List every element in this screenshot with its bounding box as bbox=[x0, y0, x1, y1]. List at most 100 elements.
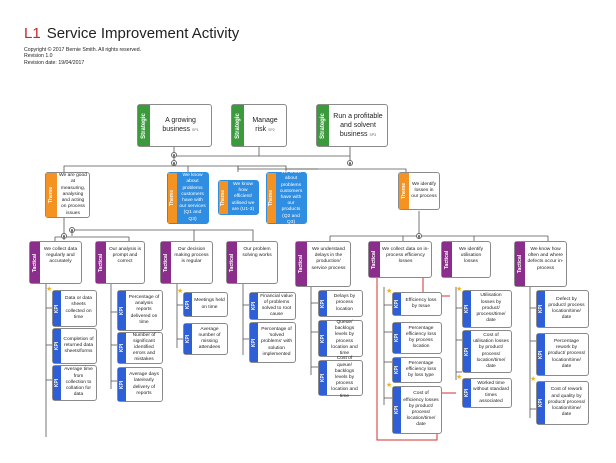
tactical-box[interactable]: Tactical We identify utilisation losses bbox=[441, 241, 491, 278]
kpi-text: Number of significant identified errors … bbox=[132, 332, 156, 363]
theme-text: We know about problems customers have wi… bbox=[279, 170, 303, 225]
tactical-box[interactable]: Tactical We collect data regularly and a… bbox=[29, 241, 82, 284]
strategic-box[interactable]: Strategic Run a profitable and solvent b… bbox=[316, 104, 388, 147]
theme-tag: Theme bbox=[46, 173, 57, 217]
theme-box[interactable]: Theme We are good at measuring, analysin… bbox=[45, 172, 90, 218]
kpi-tag: KPI bbox=[393, 323, 401, 353]
kpi-tag: KPI bbox=[53, 291, 61, 326]
revision-text: Revision 1.0 bbox=[24, 53, 53, 60]
highlight-connector bbox=[376, 278, 456, 441]
theme-tag: Theme bbox=[399, 173, 409, 209]
tactical-box[interactable]: Tactical We know how often and where def… bbox=[514, 241, 567, 287]
document-meta: Copyright © 2017 Bernie Smith. All right… bbox=[24, 47, 141, 66]
strategic-tag: Strategic bbox=[317, 105, 329, 146]
kpi-tag: KPI bbox=[118, 368, 126, 401]
theme-tag: Theme bbox=[267, 173, 276, 223]
tactical-box[interactable]: Tactical We understand delays in the pro… bbox=[295, 241, 351, 287]
revision-date-text: Revision date: 19/04/2017 bbox=[24, 59, 85, 66]
kpi-tag: KPI bbox=[393, 358, 401, 382]
tactical-tag: Tactical bbox=[442, 242, 452, 277]
kpi-text: Average days late/early delivery of repo… bbox=[129, 372, 159, 396]
strategic-text: Manage risk bbox=[252, 117, 278, 133]
kpi-text: Cost of queue/ backlogs levels by proces… bbox=[331, 356, 358, 399]
tactical-text: We collect data regularly and accurately bbox=[43, 247, 78, 265]
tactical-tag: Tactical bbox=[369, 242, 380, 277]
kpi-text: Delays by process location bbox=[333, 294, 356, 312]
strategic-tag: Strategic bbox=[138, 105, 150, 146]
strategic-code: SP2 bbox=[268, 128, 275, 132]
kpi-box[interactable]: KPI Cost of queue/ backlogs levels by pro… bbox=[318, 356, 363, 399]
kpi-box[interactable]: KPI Queue/ backlogs levels by process loc… bbox=[318, 320, 363, 357]
kpi-tag: KPI bbox=[319, 321, 327, 356]
kpi-tag: KPI bbox=[537, 382, 545, 424]
kpi-text: Average number of missing attendees bbox=[198, 326, 221, 351]
kpi-text: Percentage of 'solved problems' with sol… bbox=[260, 326, 293, 357]
theme-text: We are good at measuring, analysing and … bbox=[59, 173, 87, 216]
tactical-box[interactable]: Tactical Our decision making process is … bbox=[160, 241, 213, 284]
kpi-tag: KPI bbox=[463, 291, 471, 327]
theme-box[interactable]: Theme We identify losses in our process bbox=[398, 172, 440, 210]
title-text: Service Improvement Activity bbox=[46, 25, 240, 42]
star-icon: ★ bbox=[46, 286, 53, 293]
kpi-tag: KPI bbox=[463, 379, 471, 407]
flow-control-dot bbox=[61, 233, 67, 239]
tactical-box[interactable]: Tactical Our problem solving works bbox=[226, 241, 278, 284]
star-icon: ★ bbox=[456, 374, 463, 381]
kpi-tag: KPI bbox=[537, 291, 545, 327]
tactical-text: We understand delays in the production/ … bbox=[311, 247, 346, 271]
kpi-text: Queue/ backlogs levels by process locati… bbox=[331, 319, 358, 356]
kpi-text: Efficiency loss by Issue bbox=[405, 297, 437, 309]
tactical-tag: Tactical bbox=[227, 242, 237, 283]
star-icon: ★ bbox=[386, 382, 393, 389]
kpi-tag: KPI bbox=[184, 324, 192, 354]
level-label: L1 bbox=[24, 25, 41, 42]
page-title: L1 Service Improvement Activity bbox=[24, 25, 239, 42]
strategic-box[interactable]: Strategic A growing business SP1 bbox=[137, 104, 212, 147]
kpi-box[interactable]: KPI Average number of missing attendees bbox=[183, 323, 228, 355]
kpi-tag: KPI bbox=[319, 361, 327, 395]
kpi-text: Meetings held on time bbox=[194, 298, 225, 310]
theme-box[interactable]: Theme We know about problems customers h… bbox=[167, 172, 209, 224]
tactical-box[interactable]: Tactical Our analysis is prompt and corr… bbox=[95, 241, 145, 284]
theme-box[interactable]: Theme We know how efficient/ utilised we… bbox=[218, 180, 259, 215]
kpi-tag: KPI bbox=[118, 291, 126, 330]
star-icon: ★ bbox=[456, 286, 463, 293]
tactical-text: Our analysis is prompt and correct bbox=[108, 247, 142, 265]
kpi-tag: KPI bbox=[184, 293, 192, 316]
tactical-tag: Tactical bbox=[515, 242, 525, 286]
theme-text: We identify losses in our process bbox=[411, 181, 437, 200]
strategic-box[interactable]: Strategic Manage risk SP2 bbox=[231, 104, 287, 147]
tactical-text: We identify utilisation losses bbox=[458, 247, 484, 265]
star-icon: ★ bbox=[177, 288, 184, 295]
kpi-text: Cost of rework and quality by product/ p… bbox=[547, 387, 586, 418]
flow-control-dot bbox=[171, 152, 177, 158]
tactical-text: We know how often and where defects occu… bbox=[527, 247, 564, 271]
kpi-text: Cost of utilisation losses by product/ p… bbox=[473, 332, 509, 369]
strategic-text: A growing business bbox=[162, 117, 196, 133]
kpi-tag: KPI bbox=[463, 331, 471, 372]
tactical-box[interactable]: Tactical We collect data on in-process e… bbox=[368, 241, 432, 278]
kpi-tag: KPI bbox=[53, 366, 61, 400]
theme-box[interactable]: Theme We know about problems customers h… bbox=[266, 170, 307, 225]
